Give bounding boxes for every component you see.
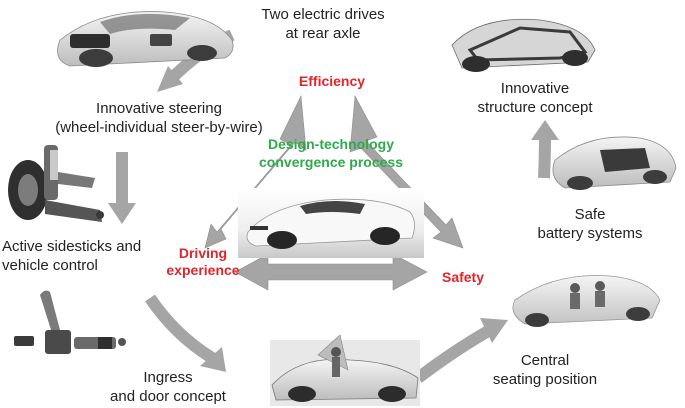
label-efficiency: Efficiency bbox=[298, 73, 366, 89]
label-driving-experience: Driving experience bbox=[166, 245, 240, 278]
arrowhead-ingress bbox=[200, 347, 226, 372]
arrowhead-seating bbox=[480, 318, 508, 343]
arrowhead-sidesticks bbox=[108, 203, 136, 224]
label-safety: Safety bbox=[441, 269, 485, 285]
label-innovative-steering: Innovative steering (wheel-individual st… bbox=[55, 100, 263, 136]
battery-car-image bbox=[552, 136, 677, 190]
arrow-driving-safety bbox=[234, 253, 428, 291]
label-innovative-structure: Innovative structure concept bbox=[477, 80, 593, 116]
arrow-efficiency-driving bbox=[204, 94, 307, 249]
car-top-left-image bbox=[57, 11, 234, 67]
label-two-electric-drives: Two electric drives at rear axle bbox=[261, 6, 385, 42]
structure-image bbox=[451, 18, 596, 72]
label-ingress-door: Ingress and door concept bbox=[110, 369, 226, 405]
arrowhead-steering bbox=[157, 66, 183, 92]
steering-module-image bbox=[8, 145, 104, 222]
center-car-image bbox=[238, 188, 424, 258]
label-safe-battery: Safe battery systems bbox=[537, 206, 643, 242]
label-central-seating: Central seating position bbox=[492, 352, 598, 388]
seating-car-image bbox=[512, 275, 661, 327]
arrow-sidesticks-to-ingress bbox=[145, 294, 216, 364]
sidestick-image bbox=[14, 290, 126, 354]
arrow-battery-to-structure bbox=[538, 134, 551, 179]
arrowhead-structure bbox=[531, 120, 559, 140]
label-convergence-process: Design-technology convergence process bbox=[259, 136, 403, 170]
triangle-arrows bbox=[204, 94, 464, 291]
car-ingress-image bbox=[270, 334, 420, 406]
label-active-sidesticks: Active sidesticks and vehicle control bbox=[2, 238, 142, 274]
arrow-efficiency-safety bbox=[349, 94, 464, 249]
arrow-ingress-to-seating bbox=[414, 324, 493, 383]
